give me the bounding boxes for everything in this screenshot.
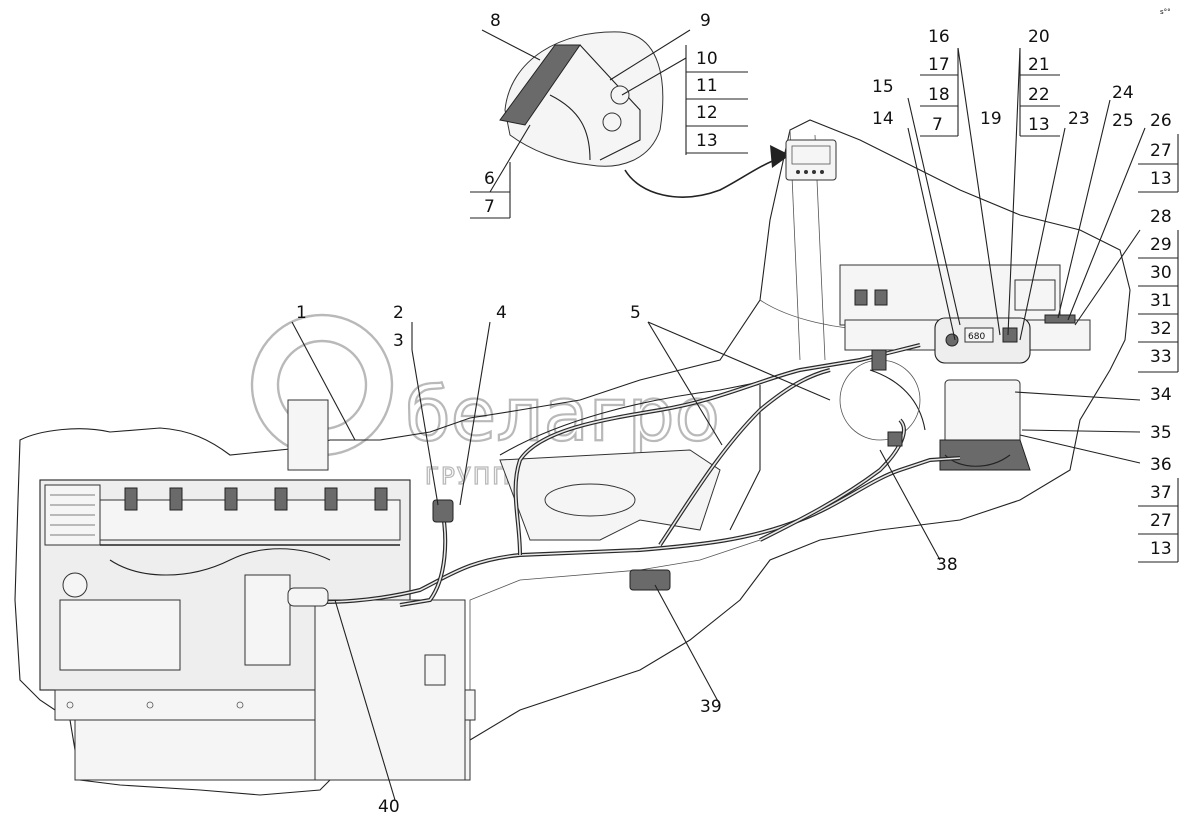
callout-22: 22 bbox=[1028, 85, 1050, 105]
callout-13-inset: 13 bbox=[696, 131, 718, 151]
callout-20: 20 bbox=[1028, 27, 1050, 47]
callout-25: 25 bbox=[1112, 111, 1134, 131]
callout-33: 33 bbox=[1150, 347, 1172, 367]
callout-2: 2 bbox=[393, 303, 404, 323]
callout-32: 32 bbox=[1150, 319, 1172, 339]
callout-10: 10 bbox=[696, 49, 718, 69]
callout-5: 5 bbox=[630, 303, 641, 323]
callout-35: 35 bbox=[1150, 423, 1172, 443]
callout-13-panel: 13 bbox=[1028, 115, 1050, 135]
callout-8: 8 bbox=[490, 11, 501, 31]
corner-mark: s°° bbox=[1160, 8, 1171, 16]
callout-13-top: 13 bbox=[1150, 169, 1172, 189]
callout-36: 36 bbox=[1150, 455, 1172, 475]
callout-1: 1 bbox=[296, 303, 307, 323]
callout-16: 16 bbox=[928, 27, 950, 47]
callout-15: 15 bbox=[872, 77, 894, 97]
callout-3: 3 bbox=[393, 331, 404, 351]
callout-24: 24 bbox=[1112, 83, 1134, 103]
callout-4: 4 bbox=[496, 303, 507, 323]
display-terminal bbox=[785, 139, 837, 181]
callout-labels: 1 2 3 4 5 8 9 10 11 12 13 6 7 16 17 18 7… bbox=[296, 11, 1172, 817]
callout-6: 6 bbox=[484, 169, 495, 189]
callout-39: 39 bbox=[700, 697, 722, 717]
callout-18: 18 bbox=[928, 85, 950, 105]
callout-12: 12 bbox=[696, 103, 718, 123]
callout-34: 34 bbox=[1150, 385, 1172, 405]
inset-detail bbox=[499, 31, 837, 198]
control-panel: 680 bbox=[839, 264, 1091, 364]
watermark-brand: белагро bbox=[405, 372, 720, 458]
engine-block bbox=[39, 399, 476, 781]
callout-27-bottom: 27 bbox=[1150, 511, 1172, 531]
display-readout: 680 bbox=[968, 332, 985, 342]
callout-21: 21 bbox=[1028, 55, 1050, 75]
callout-17: 17 bbox=[928, 55, 950, 75]
callout-9: 9 bbox=[700, 11, 711, 31]
callout-23: 23 bbox=[1068, 109, 1090, 129]
callout-boxes bbox=[470, 45, 1179, 563]
callout-11: 11 bbox=[696, 76, 718, 96]
callout-31: 31 bbox=[1150, 291, 1172, 311]
radiator-grille bbox=[50, 494, 95, 536]
callout-30: 30 bbox=[1150, 263, 1172, 283]
callout-13-bottom: 13 bbox=[1150, 539, 1172, 559]
callout-29: 29 bbox=[1150, 235, 1172, 255]
injectors bbox=[124, 487, 388, 511]
callout-40: 40 bbox=[378, 797, 400, 817]
callout-7-panel: 7 bbox=[932, 115, 943, 135]
display-unit bbox=[964, 327, 994, 343]
callout-28: 28 bbox=[1150, 207, 1172, 227]
callout-7-inset: 7 bbox=[484, 197, 495, 217]
wire-harness bbox=[287, 343, 961, 607]
cab-interior bbox=[499, 359, 926, 541]
callout-38: 38 bbox=[936, 555, 958, 575]
callout-26: 26 bbox=[1150, 111, 1172, 131]
callout-37: 37 bbox=[1150, 483, 1172, 503]
callout-14: 14 bbox=[872, 109, 894, 129]
callout-19: 19 bbox=[980, 109, 1002, 129]
callout-27-top: 27 bbox=[1150, 141, 1172, 161]
leader-lines bbox=[291, 29, 1146, 801]
